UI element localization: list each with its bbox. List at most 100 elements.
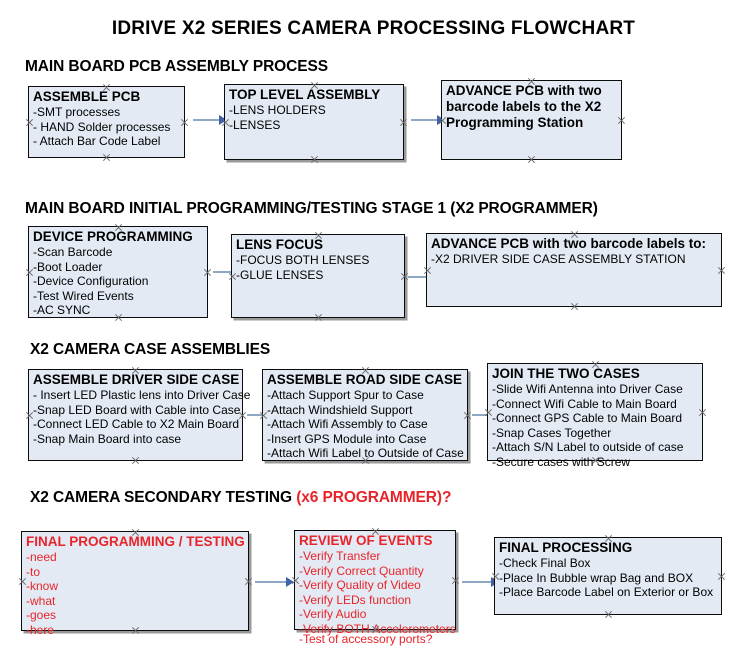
resize-handle-right[interactable] <box>451 576 460 585</box>
section-heading-2-text: MAIN BOARD INITIAL PROGRAMMING/TESTING S… <box>25 200 598 217</box>
node-title: ASSEMBLE DRIVER SIDE CASE <box>33 372 240 387</box>
node-line: -to <box>26 564 41 579</box>
arrow-4-1 <box>255 577 294 587</box>
resize-handle-left[interactable] <box>18 577 27 586</box>
resize-handle-left[interactable] <box>259 411 268 420</box>
resize-handle-bottom[interactable] <box>314 313 323 322</box>
node-line: -Verify Audio <box>299 607 367 622</box>
resize-handle-bottom[interactable] <box>114 313 123 322</box>
resize-handle-bottom[interactable] <box>131 626 140 635</box>
resize-handle-top[interactable] <box>570 230 579 239</box>
resize-handle-top[interactable] <box>371 527 380 536</box>
resize-handle-top[interactable] <box>591 360 600 369</box>
resize-handle-top[interactable] <box>527 77 536 86</box>
resize-handle-left[interactable] <box>438 116 447 125</box>
node-line: -Attach Windshield Support <box>267 402 413 417</box>
resize-handle-top[interactable] <box>361 366 370 375</box>
node-title: ADVANCE PCB with two barcode labels to t… <box>446 83 602 130</box>
resize-handle-top[interactable] <box>102 83 111 92</box>
node-line: - HAND Solder processes <box>33 119 171 134</box>
resize-handle-right[interactable] <box>399 118 408 127</box>
resize-handle-left[interactable] <box>423 266 432 275</box>
resize-handle-bottom[interactable] <box>527 155 536 164</box>
resize-handle-bottom[interactable] <box>102 153 111 162</box>
resize-handle-left[interactable] <box>25 118 34 127</box>
resize-handle-right[interactable] <box>717 266 726 275</box>
node-device-programming[interactable]: DEVICE PROGRAMMING -Scan Barcode -Boot L… <box>28 226 208 318</box>
resize-handle-right[interactable] <box>180 118 189 127</box>
node-line: -LENSES <box>229 117 281 132</box>
resize-handle-right[interactable] <box>717 572 726 581</box>
node-line: -here <box>26 622 55 637</box>
resize-handle-bottom[interactable] <box>570 302 579 311</box>
resize-handle-bottom[interactable] <box>131 456 140 465</box>
section-heading-2: MAIN BOARD INITIAL PROGRAMMING/TESTING S… <box>25 200 598 218</box>
section-heading-1: MAIN BOARD PCB ASSEMBLY PROCESS <box>25 58 328 76</box>
node-line: - Attach Bar Code Label <box>33 134 161 149</box>
node-line: -Verify LEDs function <box>299 592 412 607</box>
node-line: -Attach Wifi Assembly to Case <box>267 417 428 432</box>
resize-handle-bottom[interactable] <box>371 625 380 634</box>
resize-handle-left[interactable] <box>291 576 300 585</box>
arrow-1-1 <box>193 115 227 125</box>
resize-handle-left[interactable] <box>221 118 230 127</box>
resize-handle-left[interactable] <box>491 572 500 581</box>
node-line: -Attach Support Spur to Case <box>267 388 424 402</box>
node-final-programming-testing[interactable]: FINAL PROGRAMMING / TESTING -need -to -k… <box>18 528 249 637</box>
resize-handle-left[interactable] <box>25 411 34 420</box>
node-lens-focus[interactable]: LENS FOCUS -FOCUS BOTH LENSES -GLUE LENS… <box>231 234 405 318</box>
node-final-processing[interactable]: FINAL PROCESSING -Check Final Box -Place… <box>494 537 722 615</box>
arrow-4-2 <box>462 577 499 587</box>
node-title: FINAL PROGRAMMING / TESTING <box>26 534 245 549</box>
resize-handle-right[interactable] <box>203 268 212 277</box>
section-heading-4-text: X2 CAMERA SECONDARY TESTING <box>30 489 297 506</box>
node-line: -LENS HOLDERS <box>229 103 326 117</box>
resize-handle-bottom[interactable] <box>591 456 600 465</box>
arrow-1-2 <box>411 115 445 125</box>
node-line: -Attach S/N Label to outside of case <box>492 440 684 455</box>
resize-handle-top[interactable] <box>604 534 613 543</box>
node-line: -Check Final Box <box>499 556 591 570</box>
node-advance-pcb-driver-side-case[interactable]: ADVANCE PCB with two barcode labels to: … <box>426 233 722 307</box>
node-line: -Scan Barcode <box>33 245 113 259</box>
node-join-the-two-cases[interactable]: JOIN THE TWO CASES -Slide Wifi Antenna i… <box>484 360 703 469</box>
resize-handle-top[interactable] <box>131 528 140 537</box>
node-line: -Verify Correct Quantity <box>299 563 424 578</box>
resize-handle-left[interactable] <box>228 272 237 281</box>
node-line: -Device Configuration <box>33 274 149 289</box>
node-line: -SMT processes <box>33 105 121 119</box>
resize-handle-right[interactable] <box>463 411 472 420</box>
node-review-of-events[interactable]: REVIEW OF EVENTS -Verify Transfer -Verif… <box>291 527 456 646</box>
node-advance-pcb-programming-station[interactable]: ADVANCE PCB with two barcode labels to t… <box>441 80 622 160</box>
resize-handle-left[interactable] <box>484 408 493 417</box>
node-line: -FOCUS BOTH LENSES <box>236 253 370 267</box>
node-line: - Insert LED Plastic lens into Driver Ca… <box>33 388 251 402</box>
node-line: -Snap Main Board into case <box>33 431 182 446</box>
node-line: -Verify Transfer <box>299 549 381 563</box>
node-line: -Insert GPS Module into Case <box>267 431 427 446</box>
resize-handle-right[interactable] <box>698 408 707 417</box>
node-assemble-driver-side-case[interactable]: ASSEMBLE DRIVER SIDE CASE - Insert LED P… <box>25 366 251 461</box>
resize-handle-right[interactable] <box>617 116 626 125</box>
resize-handle-top[interactable] <box>310 81 319 90</box>
resize-handle-bottom[interactable] <box>361 456 370 465</box>
node-line: -AC SYNC <box>33 303 91 318</box>
node-title: TOP LEVEL ASSEMBLY <box>229 87 381 102</box>
node-line: -Slide Wifi Antenna into Driver Case <box>492 382 683 396</box>
resize-handle-top[interactable] <box>114 223 123 232</box>
node-title: LENS FOCUS <box>236 237 324 252</box>
node-line: -Connect GPS Cable to Main Board <box>492 411 683 426</box>
node-title: ASSEMBLE ROAD SIDE CASE <box>267 372 463 387</box>
resize-handle-right[interactable] <box>238 411 247 420</box>
node-assemble-pcb[interactable]: ASSEMBLE PCB -SMT processes - HAND Solde… <box>28 86 185 158</box>
node-top-level-assembly[interactable]: TOP LEVEL ASSEMBLY -LENS HOLDERS -LENSES <box>224 84 404 160</box>
resize-handle-right[interactable] <box>244 577 253 586</box>
node-overflow-line: -Test of accessory ports? <box>299 632 433 646</box>
resize-handle-bottom[interactable] <box>604 610 613 619</box>
resize-handle-bottom[interactable] <box>310 155 319 164</box>
resize-handle-top[interactable] <box>131 366 140 375</box>
node-assemble-road-side-case[interactable]: ASSEMBLE ROAD SIDE CASE -Attach Support … <box>262 369 468 461</box>
resize-handle-top[interactable] <box>314 231 323 240</box>
resize-handle-left[interactable] <box>25 268 34 277</box>
node-title: REVIEW OF EVENTS <box>299 533 433 548</box>
